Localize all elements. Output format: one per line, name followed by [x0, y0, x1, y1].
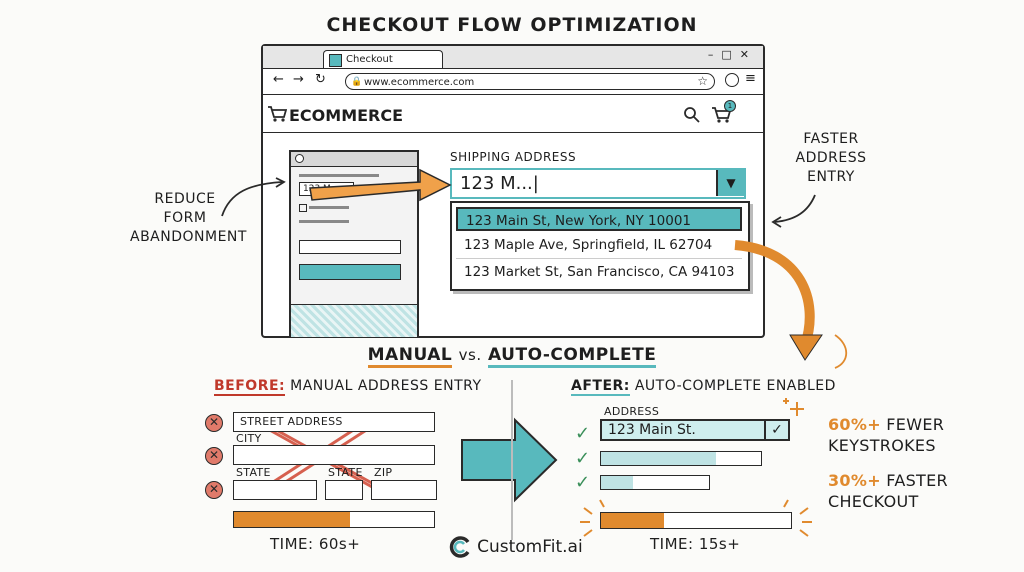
profile-icon[interactable]	[725, 73, 739, 87]
address-field-autocomplete[interactable]: 123 Main St. ✓	[600, 419, 790, 441]
address-field-value: 123 Main St.	[608, 422, 696, 438]
zip-field[interactable]	[371, 480, 437, 500]
brand-name: ECOMMERCE	[289, 106, 404, 125]
x-circle-icon: ✕	[205, 414, 223, 432]
mini-footer	[291, 304, 417, 337]
after-progress-bar	[600, 512, 792, 529]
nav-bar: ← → ↻ 🔒 www.ecommerce.com ☆ ≡	[263, 70, 763, 95]
logo-icon	[449, 536, 470, 558]
tab-bar: Checkout –□✕	[263, 46, 763, 69]
back-icon[interactable]: ←	[273, 72, 284, 87]
site-header: ECOMMERCE 1	[263, 96, 763, 133]
suggestion-item[interactable]: 123 Maple Ave, Springfield, IL 62704	[464, 237, 713, 253]
close-icon[interactable]: ✕	[739, 48, 757, 61]
star-icon[interactable]: ☆	[697, 74, 708, 88]
section-divider	[511, 380, 513, 540]
burst-icon	[580, 499, 812, 537]
cart-badge: 1	[724, 100, 736, 112]
sparkle-icon	[783, 398, 804, 416]
field-label: STATE	[236, 466, 271, 479]
check-icon: ✓	[575, 448, 591, 469]
after-heading: AFTER: AUTO-COMPLETE ENABLED	[571, 378, 836, 396]
url-bar[interactable]: 🔒 www.ecommerce.com ☆	[345, 73, 715, 90]
favicon-icon	[329, 54, 342, 67]
circle-icon	[295, 154, 304, 163]
check-icon: ✓	[764, 421, 788, 439]
state-field[interactable]	[233, 480, 317, 500]
mini-text-line	[309, 206, 349, 209]
menu-icon[interactable]: ≡	[745, 71, 756, 86]
mini-field	[299, 240, 401, 254]
field-label: STATE	[328, 466, 363, 479]
lock-icon: 🔒	[351, 77, 363, 87]
x-circle-icon: ✕	[205, 481, 223, 499]
after-time: TIME: 15s+	[650, 535, 741, 553]
address-label: ADDRESS	[604, 405, 660, 418]
before-progress-bar	[233, 511, 435, 528]
comparison-title: MANUAL vs. AUTO-COMPLETE	[0, 345, 1024, 368]
after-progress-fill	[601, 513, 664, 528]
chevron-down-icon[interactable]: ▼	[716, 170, 744, 196]
small-curve-icon	[834, 334, 848, 369]
before-heading: BEFORE: MANUAL ADDRESS ENTRY	[214, 378, 482, 396]
search-icon[interactable]	[683, 106, 701, 124]
maximize-icon[interactable]: □	[721, 48, 740, 61]
field-label: ZIP	[374, 466, 393, 479]
big-teal-arrow-icon	[461, 417, 558, 503]
before-time: TIME: 60s+	[270, 535, 361, 553]
suggestion-item[interactable]: 123 Market St, San Francisco, CA 94103	[464, 264, 735, 280]
autofill-fill	[601, 476, 634, 489]
autofill-fill	[601, 452, 717, 465]
cart-logo-icon	[268, 106, 287, 122]
shipping-address-input[interactable]: 123 M...| ▼	[450, 168, 746, 199]
city-field[interactable]	[233, 445, 435, 465]
mini-checkbox	[299, 204, 307, 212]
url-text: www.ecommerce.com	[364, 77, 475, 88]
autofilled-field[interactable]	[600, 451, 762, 466]
mini-checkout-form: 123 M...	[289, 150, 419, 338]
state-field[interactable]	[325, 480, 363, 500]
before-progress-fill	[234, 512, 350, 527]
check-icon: ✓	[575, 423, 591, 444]
annotation-arrow-right-icon	[774, 194, 816, 223]
stat-checkout: 30%+ FASTER CHECKOUT	[828, 471, 948, 511]
orange-arrow-icon	[309, 168, 452, 202]
page-title: CHECKOUT FLOW OPTIMIZATION	[326, 14, 698, 36]
curved-orange-arrow-icon	[734, 240, 823, 361]
reload-icon[interactable]: ↻	[315, 72, 326, 87]
address-input-value: 123 M...|	[460, 173, 539, 194]
tab-checkout[interactable]: Checkout	[323, 50, 443, 68]
field-label: STREET ADDRESS	[240, 415, 343, 428]
tab-label: Checkout	[346, 54, 393, 65]
window-controls: –□✕	[708, 48, 757, 61]
shipping-address-label: SHIPPING ADDRESS	[450, 150, 577, 164]
autofilled-field[interactable]	[600, 475, 710, 490]
suggestion-divider	[456, 258, 742, 259]
mini-form-header	[291, 152, 417, 167]
mini-text-line	[299, 174, 379, 177]
suggestion-item[interactable]: 123 Main St, New York, NY 10001	[456, 207, 742, 231]
annotation-arrow-left-icon	[221, 181, 283, 217]
minimize-icon[interactable]: –	[707, 48, 722, 61]
x-circle-icon: ✕	[205, 447, 223, 465]
street-address-field[interactable]: STREET ADDRESS	[233, 412, 435, 432]
check-icon: ✓	[575, 472, 591, 493]
mini-text-line	[299, 220, 349, 223]
customfit-logo: CustomFit.ai	[448, 535, 583, 559]
field-label: CITY	[236, 432, 262, 445]
mini-submit-button	[299, 264, 401, 280]
forward-icon[interactable]: →	[293, 72, 304, 87]
stat-keystrokes: 60%+ FEWER KEYSTROKES	[828, 415, 945, 455]
